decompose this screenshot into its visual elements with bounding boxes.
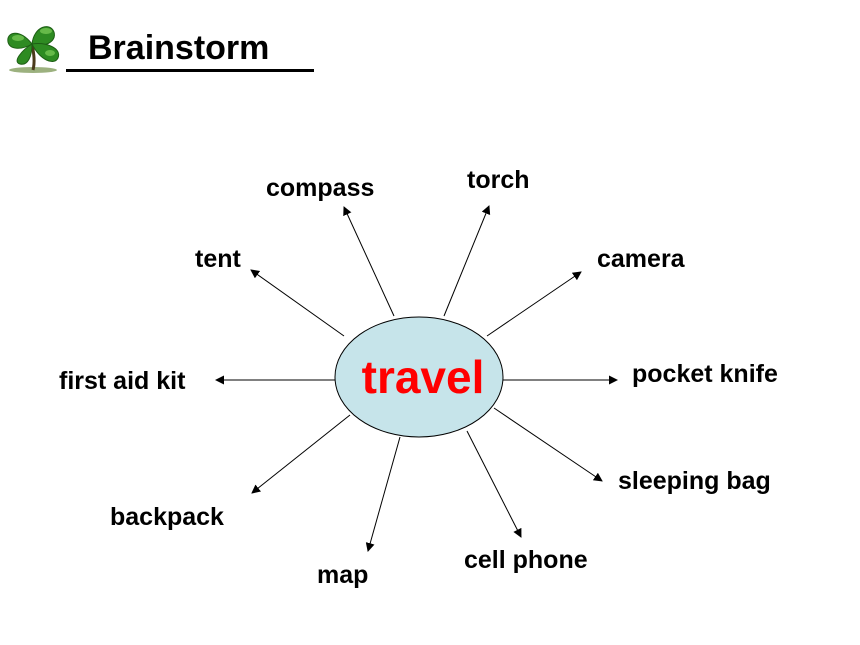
branch-label-first-aid-kit: first aid kit [59, 367, 186, 395]
page-title: Brainstorm [66, 28, 314, 72]
center-node [334, 316, 504, 438]
branch-label-compass: compass [266, 174, 375, 202]
branch-label-camera: camera [597, 245, 685, 273]
arrow-backpack [251, 414, 351, 494]
arrow-map [365, 436, 401, 552]
arrow-tent [250, 269, 345, 337]
branch-label-backpack: backpack [110, 503, 224, 531]
branch-label-map: map [317, 561, 369, 589]
clover-tree-icon [7, 26, 60, 73]
arrow-camera [486, 271, 582, 337]
branch-label-pocket-knife: pocket knife [632, 360, 778, 388]
branch-label-torch: torch [467, 166, 530, 194]
branch-label-tent: tent [195, 245, 241, 273]
arrow-cell-phone [466, 430, 522, 538]
page-title-text: Brainstorm [88, 29, 270, 67]
center-node-label: travel [361, 351, 485, 403]
arrow-sleeping-bag [493, 407, 603, 482]
arrow-torch [443, 205, 491, 317]
branch-label-sleeping-bag: sleeping bag [618, 467, 771, 495]
arrow-compass [343, 206, 395, 317]
branch-label-cell-phone: cell phone [464, 546, 588, 574]
